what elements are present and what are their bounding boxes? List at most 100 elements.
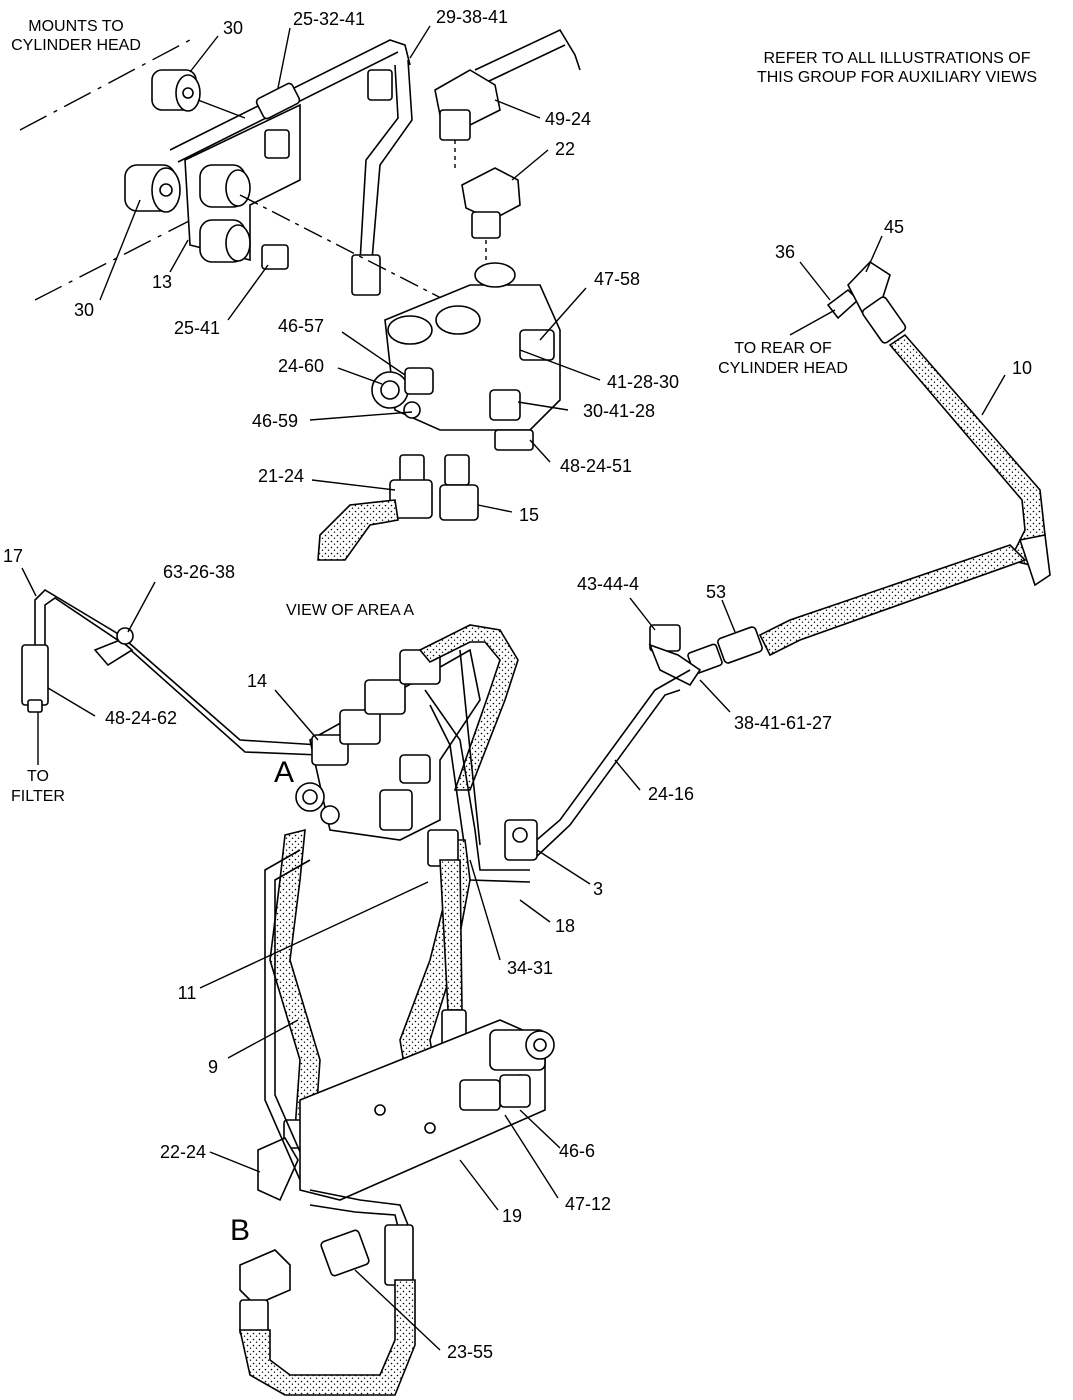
fitting-tip <box>27 699 43 713</box>
fitting-53 <box>717 626 763 664</box>
hose-10-group <box>687 260 1051 675</box>
callout-45: 45 <box>884 217 904 237</box>
callout-36: 36 <box>775 242 795 262</box>
bracket-part-13 <box>184 103 301 263</box>
clip-bolt <box>116 627 134 645</box>
fuel-line-17 <box>34 588 321 746</box>
callouts: 30 25-32-41 29-38-41 49-24 22 30 13 25-4… <box>3 7 1032 1362</box>
callout-63-26-38: 63-26-38 <box>163 562 235 582</box>
elbow-fitting-49-24 <box>434 69 501 170</box>
callout-49-24: 49-24 <box>545 109 591 129</box>
hose-lower-run <box>758 544 1027 657</box>
tube-edge <box>359 64 399 263</box>
area-label-a: A <box>274 756 294 789</box>
tube-24-16-edge <box>534 689 681 859</box>
hose-clamp <box>1018 534 1051 587</box>
note-rear-line1: TO REAR OF <box>734 340 832 357</box>
callout-46-59: 46-59 <box>252 411 298 431</box>
note-filter-line2: FILTER <box>11 788 65 805</box>
bolt-top <box>264 69 393 159</box>
callout-30-lower: 30 <box>74 300 94 320</box>
plate-hole <box>374 1104 386 1116</box>
leader-lines <box>21 25 1006 1351</box>
note-mounts-line1: MOUNTS TO <box>28 18 123 35</box>
callout-15: 15 <box>519 505 539 525</box>
tube-frame-left <box>264 849 301 1181</box>
fitting-21-24 <box>317 479 433 561</box>
hose-end-fitting <box>861 296 907 344</box>
callout-25-32-41: 25-32-41 <box>293 9 365 29</box>
tube-frame-left-edge <box>274 859 311 1171</box>
note-filter-line1: TO <box>27 768 49 785</box>
callout-23-55: 23-55 <box>447 1342 493 1362</box>
fitting-15 <box>439 484 479 521</box>
callout-18: 18 <box>555 916 575 936</box>
center-line <box>239 194 446 301</box>
elbow-fitting-22 <box>461 167 521 265</box>
callout-11: 11 <box>178 983 197 1003</box>
stud-line <box>197 99 246 119</box>
lower-tube <box>309 1189 411 1231</box>
tube-29-38-41 <box>371 59 413 261</box>
fitting-48-24-62 <box>21 644 49 706</box>
hose-loop-lower <box>239 1279 416 1396</box>
cylinder-head-edge-line <box>19 39 191 131</box>
callout-24-60: 24-60 <box>278 356 324 376</box>
spacer-part-30-lower <box>124 164 181 213</box>
callout-3: 3 <box>593 879 603 899</box>
tube-18 <box>424 689 530 871</box>
area-label-b: B <box>230 1214 250 1247</box>
callout-24-16: 24-16 <box>648 784 694 804</box>
bracket-plate-19 <box>299 1019 546 1201</box>
callout-47-58: 47-58 <box>594 269 640 289</box>
fuel-line-17-group <box>21 588 321 756</box>
callout-21-24: 21-24 <box>258 466 304 486</box>
tube-clip <box>255 82 301 120</box>
spacer-part-30-top <box>151 69 201 112</box>
valve-46-6 <box>459 1029 555 1111</box>
plate-hole <box>424 1122 436 1134</box>
clamp-3 <box>504 819 538 861</box>
upper-tube <box>474 28 581 71</box>
callout-19: 19 <box>502 1206 522 1226</box>
callout-14: 14 <box>247 671 267 691</box>
callout-25-41: 25-41 <box>174 318 220 338</box>
callout-48-24-62: 48-24-62 <box>105 708 177 728</box>
notes: MOUNTS TO CYLINDER HEAD REFER TO ALL ILL… <box>11 18 1037 805</box>
hose-9 <box>269 828 321 1131</box>
callout-34-31: 34-31 <box>507 958 553 978</box>
callout-22: 22 <box>555 139 575 159</box>
callout-47-12: 47-12 <box>565 1194 611 1214</box>
note-mounts-line2: CYLINDER HEAD <box>11 37 141 54</box>
note-rear-line2: CYLINDER HEAD <box>718 360 848 377</box>
lower-fitting-right <box>384 1224 414 1286</box>
callout-46-6: 46-6 <box>559 1141 595 1161</box>
callout-38-41-61-27: 38-41-61-27 <box>734 713 832 733</box>
note-refer-line2: THIS GROUP FOR AUXILIARY VIEWS <box>757 69 1037 86</box>
hose-loop-upper <box>418 624 519 791</box>
valve-body-upper <box>371 262 561 486</box>
callout-53: 53 <box>706 582 726 602</box>
fitting-23-55 <box>320 1229 370 1277</box>
upper-tube-edge <box>486 44 566 83</box>
callout-29-38-41: 29-38-41 <box>436 7 508 27</box>
callout-9: 9 <box>208 1057 218 1077</box>
tube-34-31 <box>459 649 481 846</box>
callout-17: 17 <box>3 546 23 566</box>
cylinder-head-edge-line <box>34 199 231 301</box>
callout-43-44-4: 43-44-4 <box>577 574 639 594</box>
note-view-area-a: VIEW OF AREA A <box>286 602 414 619</box>
mounting-bracket-group <box>19 28 581 301</box>
area-labels: A B <box>230 756 294 1247</box>
elbow-fitting-b <box>239 1249 291 1306</box>
valve-assembly-area-a <box>295 648 481 841</box>
clip-63-26-38 <box>93 639 134 667</box>
callout-10: 10 <box>1012 358 1032 378</box>
callout-46-57: 46-57 <box>278 316 324 336</box>
tube-fitting <box>351 254 381 296</box>
callout-48-24-51: 48-24-51 <box>560 456 632 476</box>
callout-22-24: 22-24 <box>160 1142 206 1162</box>
callout-30-41-28: 30-41-28 <box>583 401 655 421</box>
